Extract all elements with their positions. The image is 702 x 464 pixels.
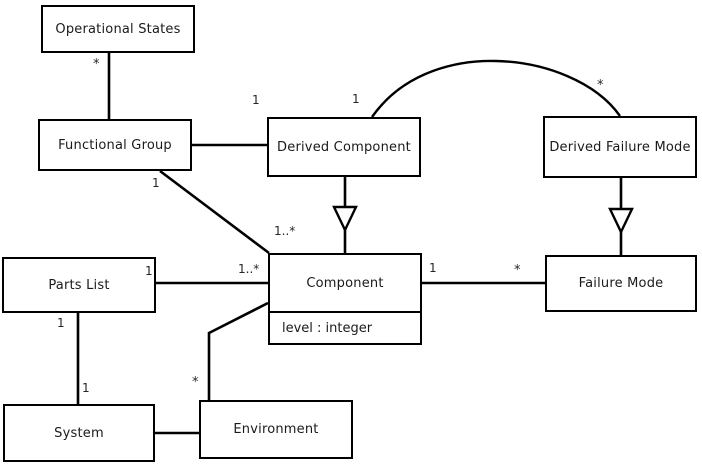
multiplicity-component-to-failure-mode: 1 — [429, 261, 437, 275]
class-box-derived-failure-mode[interactable]: Derived Failure Mode — [543, 116, 697, 178]
class-box-component[interactable]: Component level : integer — [268, 253, 422, 345]
class-box-derived-component[interactable]: Derived Component — [267, 117, 421, 177]
class-box-operational-states[interactable]: Operational States — [41, 5, 195, 53]
class-box-system[interactable]: System — [3, 404, 155, 462]
multiplicity-component-from-parts-list: 1..* — [238, 262, 260, 276]
class-box-parts-list[interactable]: Parts List — [2, 257, 156, 313]
class-name-functional-group: Functional Group — [58, 137, 172, 153]
multiplicity-failure-mode-from-component: * — [514, 263, 521, 278]
class-attribute-component-level: level : integer — [270, 311, 420, 343]
class-box-failure-mode[interactable]: Failure Mode — [545, 255, 697, 312]
generalization-triangle-failure-mode — [608, 207, 634, 235]
multiplicity-parts-list-right: 1 — [145, 264, 153, 278]
multiplicity-operational-states: * — [93, 57, 100, 72]
multiplicity-functional-group-derived-component: 1 — [352, 92, 360, 106]
class-box-functional-group[interactable]: Functional Group — [38, 119, 192, 171]
multiplicity-system-top: 1 — [82, 381, 90, 395]
class-name-derived-failure-mode: Derived Failure Mode — [549, 139, 691, 155]
class-name-system: System — [54, 425, 104, 441]
multiplicity-parts-list-bottom: 1 — [57, 316, 65, 330]
multiplicity-derived-component-curve: 1 — [252, 93, 260, 107]
class-name-parts-list: Parts List — [48, 277, 110, 293]
generalization-triangle-component — [332, 205, 358, 233]
class-name-operational-states: Operational States — [55, 21, 181, 37]
class-name-component: Component — [306, 275, 384, 291]
multiplicity-functional-group-component: 1 — [152, 176, 160, 190]
class-name-derived-component: Derived Component — [277, 139, 411, 155]
edge-component-environment — [207, 301, 269, 400]
edge-derived-component-derived-failure-mode — [371, 59, 621, 118]
class-box-environment[interactable]: Environment — [199, 400, 353, 459]
multiplicity-environment-to-component: * — [192, 375, 199, 390]
class-name-failure-mode: Failure Mode — [578, 276, 664, 291]
multiplicity-derived-failure-mode-curve: * — [597, 78, 604, 93]
class-name-environment: Environment — [233, 422, 319, 437]
multiplicity-component-from-functional-group: 1..* — [274, 224, 296, 238]
edge-functional-group-component — [159, 169, 270, 255]
